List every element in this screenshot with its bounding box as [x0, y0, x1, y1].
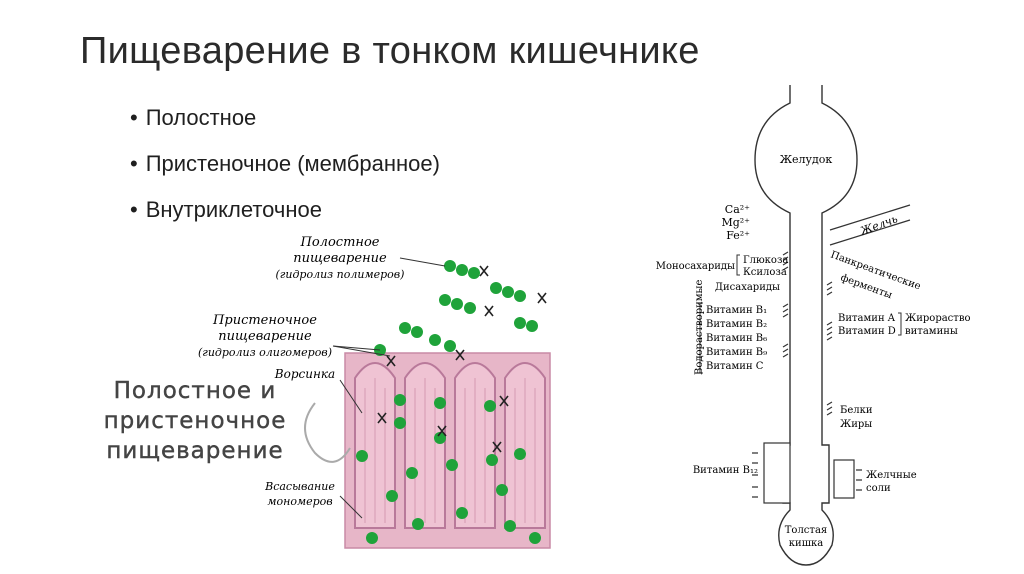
label-colon-line2: кишка	[789, 538, 823, 549]
handwritten-line3: пищеварение	[106, 438, 283, 464]
label-absorb-line2: мономеров	[267, 495, 332, 508]
label-vitamin-b1: Витамин B₁	[706, 305, 767, 316]
bile-salts-box	[833, 459, 855, 499]
label-ion-ca: Ca²⁺	[725, 203, 750, 216]
label-proteins: Белки	[840, 405, 873, 416]
label-absorb-line1: Всасывание	[264, 480, 335, 493]
label-stomach: Желудок	[780, 153, 833, 166]
handwritten-line1: Полостное и	[114, 378, 277, 404]
bullet-membrane: Пристеночное (мембранное)	[146, 151, 440, 177]
label-disaccharides: Дисахариды	[715, 282, 780, 293]
label-fats: Жиры	[840, 419, 872, 430]
swirl-decoration	[304, 402, 351, 463]
label-vitamin-d: Витамин D	[838, 326, 896, 337]
label-vitamin-c: Витамин C	[706, 361, 764, 372]
b12-absorption-box	[763, 442, 791, 504]
enzyme-scissors	[377, 265, 547, 453]
intestine-villi-illustration: Полостное пищеварение (гидролиз полимеро…	[103, 235, 551, 549]
label-ion-mg: Mg²⁺	[721, 216, 750, 229]
label-glucose: Глюкоза	[743, 255, 788, 266]
label-vitamin-b6: Витамин B₆	[706, 333, 767, 344]
label-bile-salts-line2: соли	[866, 483, 891, 494]
label-wall-line3: (гидролиз олигомеров)	[198, 346, 332, 359]
label-xylose: Ксилоза	[743, 267, 787, 278]
label-vitamin-b2: Витамин B₂	[706, 319, 767, 330]
label-bile: Желчь	[858, 212, 900, 238]
absorption-arrows	[752, 251, 862, 498]
label-fat-soluble-line2: витамины	[905, 326, 958, 337]
label-vitamin-b9: Витамин B₉	[706, 347, 767, 358]
bullet-intracellular: Внутриклеточное	[146, 197, 440, 223]
label-ion-fe: Fe²⁺	[726, 229, 750, 242]
label-water-soluble: Водорастворимые	[694, 280, 705, 375]
label-cavity-line3: (гидролиз полимеров)	[276, 268, 405, 281]
label-wall-line2: пищеварение	[218, 329, 312, 344]
label-colon-line1: Толстая	[785, 525, 827, 536]
label-vitamin-a: Витамин A	[838, 313, 896, 324]
bullet-list: Полостное Пристеночное (мембранное) Внут…	[146, 105, 440, 243]
molecules	[356, 260, 541, 544]
label-bile-salts-line1: Желчные	[866, 470, 917, 481]
handwritten-line2: пристеночное	[104, 408, 287, 434]
label-wall-line1: Пристеночное	[212, 313, 317, 328]
label-cavity-line1: Полостное	[300, 235, 380, 250]
label-monosaccharides: Моносахариды	[656, 261, 735, 272]
digestive-tract-absorption-diagram: Желудок Ca²⁺ Mg²⁺ Fe²⁺ Желчь Моносахарид…	[656, 85, 970, 566]
slide-title: Пищеварение в тонком кишечнике	[80, 30, 700, 72]
label-fat-soluble-line1: Жирорастворимые	[905, 313, 970, 324]
bullet-cavity: Полостное	[146, 105, 440, 131]
label-vitamin-b12: Витамин B₁₂	[693, 465, 758, 476]
label-cavity-line2: пищеварение	[293, 251, 387, 266]
label-villus: Ворсинка	[274, 367, 335, 381]
bile-duct	[829, 204, 911, 246]
